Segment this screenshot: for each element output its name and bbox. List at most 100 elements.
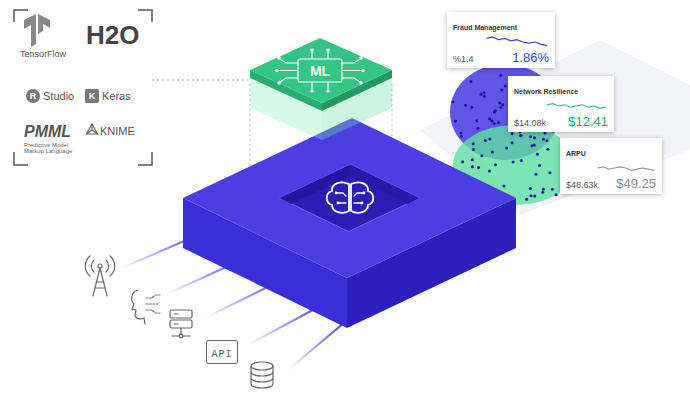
sparkline-path xyxy=(547,104,606,109)
scatter-dot xyxy=(548,171,551,174)
badge-letter: R xyxy=(30,92,37,101)
logo-subtitle: Predictive Model Markup Language xyxy=(24,142,86,154)
scatter-dot xyxy=(519,134,522,137)
tensorflow-shape xyxy=(24,14,36,47)
scatter-dot xyxy=(472,142,475,145)
dotted-leader xyxy=(152,79,248,80)
scatter-dot xyxy=(488,138,491,141)
scatter-dot xyxy=(459,131,462,134)
knime-icon xyxy=(87,124,98,134)
face-scan-lines xyxy=(146,295,160,313)
trace-pad xyxy=(359,56,363,60)
knime-lines xyxy=(87,124,98,134)
scatter-dot xyxy=(502,184,505,187)
scatter-dot xyxy=(519,134,522,137)
card-highlight-value: $49.25 xyxy=(616,177,656,190)
scatter-dot xyxy=(469,80,472,83)
scatter-dot xyxy=(542,138,545,141)
input-wire xyxy=(288,322,345,370)
chip-traces xyxy=(278,51,362,90)
scatter-dot xyxy=(472,148,475,151)
logo-name: Studio xyxy=(43,91,74,102)
scatter-dot xyxy=(536,153,539,156)
scatter-dot xyxy=(555,193,558,196)
scatter-dot xyxy=(534,173,537,176)
scatter-dot xyxy=(501,103,504,106)
trace-pad xyxy=(275,69,279,73)
scatter-dot xyxy=(494,163,497,166)
recess-wall xyxy=(351,164,420,204)
logo-name: Keras xyxy=(102,91,131,102)
sparkline xyxy=(453,35,549,49)
chip-label: ML xyxy=(310,63,330,79)
scatter-dot xyxy=(476,127,479,130)
scatter-dot xyxy=(483,91,486,94)
brain-lobe xyxy=(351,182,373,212)
trace-pad xyxy=(359,81,363,85)
card-value: $14.08k xyxy=(514,119,546,128)
bracket-corner xyxy=(138,10,152,22)
scatter-dot xyxy=(493,110,496,113)
card-title: ARPU xyxy=(566,150,586,157)
database-top xyxy=(251,362,273,370)
scatter-dot xyxy=(546,148,549,151)
scatter-dot xyxy=(541,191,544,194)
box-top-face xyxy=(183,118,516,278)
chip-pads xyxy=(275,48,365,93)
scatter-dot xyxy=(479,93,482,96)
scatter-dot xyxy=(529,187,532,190)
antenna-icon xyxy=(85,256,114,296)
scatter-dot xyxy=(493,122,496,125)
scatter-dot xyxy=(475,119,478,122)
circuit-dot xyxy=(363,192,366,195)
metric-card: Fraud Management%1.41.86% xyxy=(447,12,555,68)
logo-name: KNIME xyxy=(100,126,135,137)
antenna-waves xyxy=(85,256,114,276)
rstudio-badge: R xyxy=(26,89,40,103)
scatter-dot xyxy=(542,188,545,191)
source-icons xyxy=(85,256,273,388)
scatter-dot xyxy=(520,159,523,162)
scatter-dot xyxy=(499,74,502,77)
scatter-dot xyxy=(471,165,474,168)
scatter-dot xyxy=(461,160,464,163)
recess-wall xyxy=(280,164,351,204)
scatter-dot xyxy=(545,139,548,142)
scatter-dot xyxy=(454,119,457,122)
antenna-tower xyxy=(93,268,107,296)
input-wire xyxy=(248,305,322,345)
scatter-dot xyxy=(505,146,508,149)
antenna-tip xyxy=(98,264,102,268)
badge-letter: K xyxy=(89,92,96,101)
server-details xyxy=(172,314,190,336)
platform-box xyxy=(183,118,516,328)
bracket-corner xyxy=(138,152,152,165)
tensorflow-icon xyxy=(24,14,50,47)
server-unit xyxy=(170,310,192,318)
scatter-dot xyxy=(477,166,480,169)
scatter-dot xyxy=(499,106,502,109)
scatter-dot xyxy=(529,194,532,197)
logo-name: TensorFlow xyxy=(20,50,66,59)
metric-card: Network Resilience$14.08k$12.41 xyxy=(508,76,614,132)
sparkline-path xyxy=(598,167,655,171)
scatter-dot xyxy=(538,164,541,167)
scatter-dot xyxy=(490,120,493,123)
scatter-dot xyxy=(533,195,536,198)
logo-name: PMML xyxy=(24,124,71,140)
scatter-dot xyxy=(533,136,536,139)
scatter-dot xyxy=(471,158,474,161)
scatter-dot xyxy=(484,139,487,142)
ml-chip xyxy=(250,38,392,140)
server-node xyxy=(179,334,183,338)
scatter-dot xyxy=(498,102,501,105)
scatter-dot xyxy=(488,117,491,120)
scatter-dot xyxy=(483,95,486,98)
face-profile xyxy=(132,290,145,324)
api-icon: API xyxy=(206,340,237,364)
brain-circuit xyxy=(337,193,363,203)
sparkline xyxy=(566,161,656,175)
circuit-dot xyxy=(335,192,338,195)
api-label: API xyxy=(211,349,232,360)
